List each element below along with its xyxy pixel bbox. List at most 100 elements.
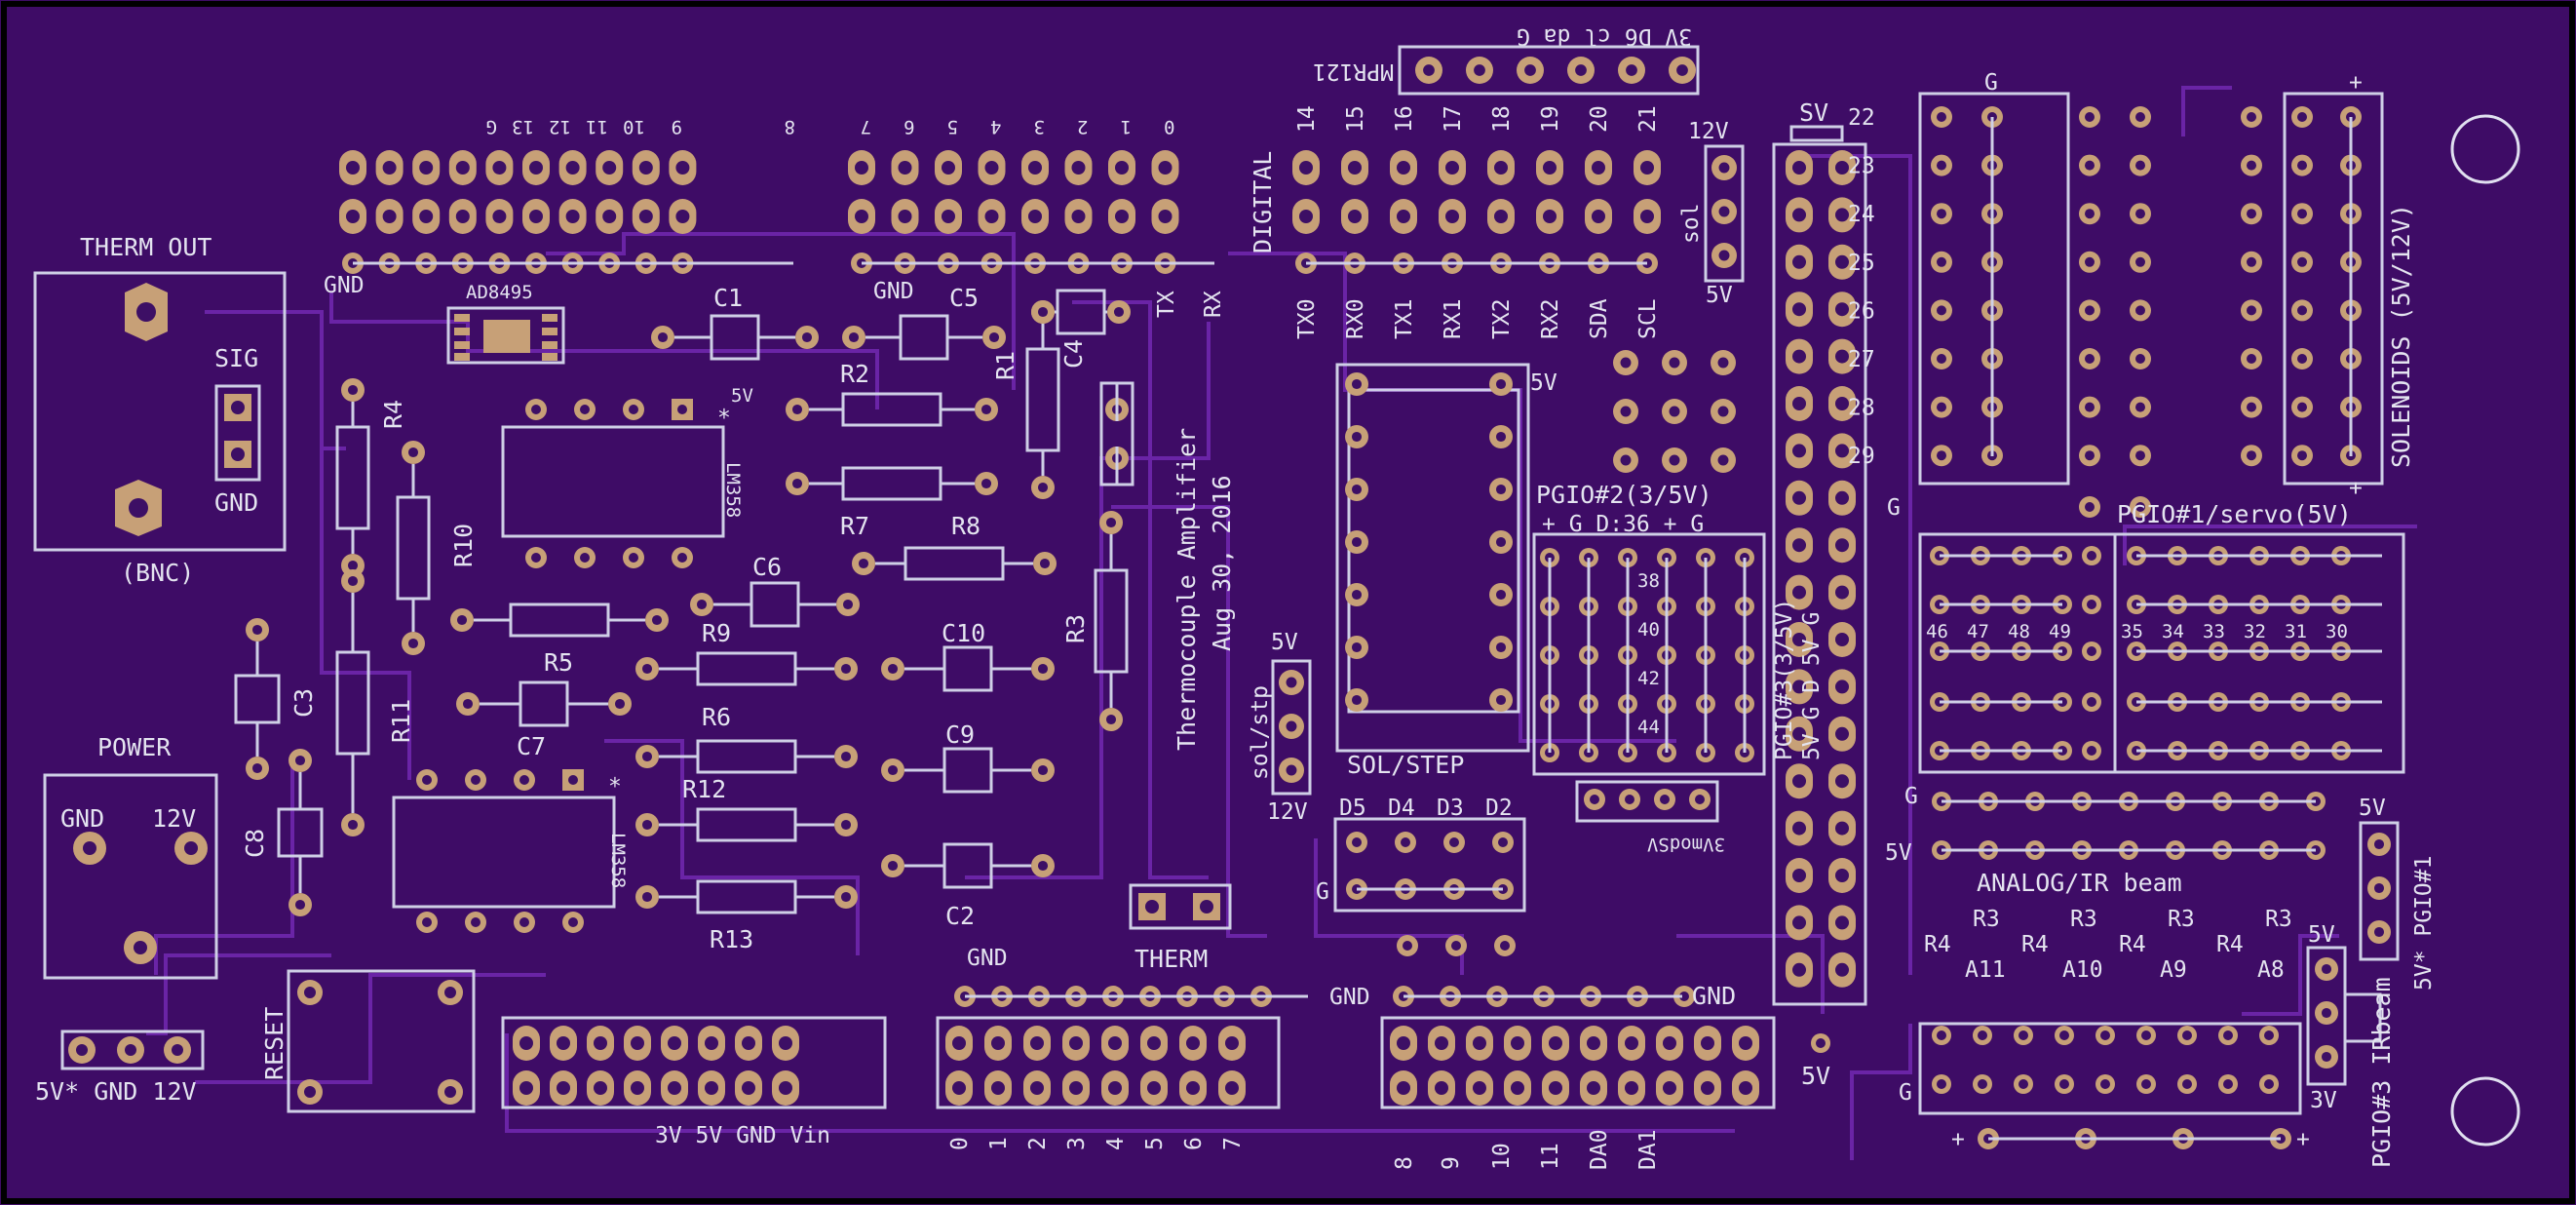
pin-name: TX0 (1294, 298, 1320, 339)
pad-hole (1792, 726, 1806, 741)
pad-hole (1498, 837, 1508, 847)
pad-hole (638, 161, 653, 175)
pad-hole (1937, 450, 1946, 461)
pad-hole (2247, 209, 2256, 219)
gnd-row-c-label: GND (1692, 982, 1736, 1010)
pin-number: 33 (2203, 621, 2225, 642)
pin-number: 1 (986, 1137, 1012, 1150)
pad-hole (1397, 210, 1410, 223)
pin-number: 19 (1538, 105, 1563, 133)
therm-label: THERM (1134, 945, 1208, 973)
pad-hole (2182, 1030, 2192, 1040)
pad-hole (1835, 915, 1849, 930)
pad-hole (2297, 256, 2307, 267)
pgio1-label: PGIO#1/servo(5V) (2117, 500, 2352, 528)
pad-hole (1401, 837, 1410, 847)
reset-button[interactable]: RESET (260, 969, 476, 1113)
pad-hole (1495, 589, 1507, 601)
rx-label: RX (1201, 291, 1226, 318)
pad-hole (1352, 837, 1362, 847)
pad-hole (2373, 882, 2385, 894)
pad-hole (840, 663, 852, 675)
pad-hole (1351, 378, 1363, 390)
analog-ir-label: ANALOG/IR beam (1977, 869, 2182, 897)
pin-name: SCL (1635, 298, 1661, 339)
resistor-label: R9 (702, 619, 731, 647)
a-label: A8 (2257, 957, 2285, 983)
pad-hole (2085, 402, 2095, 412)
pad-hole (1792, 538, 1806, 553)
pin-number: 25 (1848, 251, 1875, 276)
pad-hole (1620, 406, 1632, 417)
pad-hole (705, 1081, 718, 1095)
pad-hole (2135, 160, 2145, 171)
pad-hole (991, 1081, 1005, 1095)
pin-number: 1 (1121, 116, 1132, 137)
pin-number: 9 (1439, 1156, 1464, 1170)
pad-hole (1590, 795, 1599, 804)
pad-hole (1071, 161, 1086, 175)
pad-hole (347, 575, 359, 587)
capacitor-label: C3 (289, 688, 318, 718)
pad-hole (1792, 444, 1806, 458)
pad-hole (1695, 795, 1705, 804)
pad-hole (346, 210, 360, 223)
svg-text:*: * (608, 774, 622, 799)
pad-hole (1435, 1036, 1448, 1050)
pad-hole (2085, 502, 2095, 512)
pad-hole (455, 210, 470, 223)
pad-hole (1625, 795, 1634, 804)
pad-hole (2135, 256, 2145, 267)
resistor-label: R12 (682, 775, 726, 803)
pin-name: RX0 (1343, 298, 1368, 339)
pad-hole (1835, 774, 1849, 789)
sol-label: sol (1678, 203, 1704, 244)
pin-number: 14 (1294, 105, 1320, 133)
pad-hole (565, 210, 580, 223)
d-label: D2 (1485, 796, 1513, 821)
mpr121-header: 3V D6 cl da G MPR121 (1313, 23, 1700, 96)
pad-hole (1792, 774, 1806, 789)
pad-hole (1835, 726, 1849, 741)
pad-hole (952, 1081, 966, 1095)
pad-hole (675, 210, 690, 223)
pad-hole (462, 698, 474, 710)
sol-stp-label: sol/stp (1248, 685, 1273, 780)
pgio2-label: PGIO#2(3/5V) (1536, 481, 1712, 509)
resistor-label: R1 (991, 351, 1019, 380)
pad-hole (1792, 302, 1806, 317)
pad-hole (565, 161, 580, 175)
pin-number: 22 (1848, 105, 1875, 131)
pad-hole (1495, 431, 1507, 443)
lm358-chip-a: LM358 * (501, 406, 744, 538)
pad-hole (407, 447, 419, 458)
pad-hole (1835, 349, 1849, 364)
pin-number: 6 (1181, 1137, 1207, 1150)
power-header-label: 5V* GND 12V (35, 1077, 197, 1106)
lm358-a-label: LM358 (722, 462, 744, 518)
sol-stp-5v-label: 5V (1271, 630, 1298, 655)
bnc-label: (BNC) (121, 559, 194, 587)
pad-hole (1397, 1081, 1410, 1095)
pad-hole (1625, 1081, 1638, 1095)
pad-hole (848, 331, 860, 343)
pad-hole (641, 751, 653, 762)
pad-hole (1351, 641, 1363, 653)
pad-hole (1663, 1036, 1676, 1050)
pin-number: 13 (512, 116, 534, 137)
pad-hole (2321, 1051, 2332, 1063)
resistor-label: R11 (387, 699, 415, 743)
pin-number: 35 (2121, 621, 2143, 642)
pgio3-irbeam-label: PGIO#3 IRbeam (2367, 977, 2396, 1168)
pad-hole (984, 161, 999, 175)
pad-hole (2247, 160, 2256, 171)
pad-hole (942, 161, 955, 175)
pad-hole (419, 210, 434, 223)
pad-hole (1299, 161, 1313, 175)
pad-hole (980, 478, 992, 489)
pad-hole (568, 775, 578, 785)
pad-hole (2100, 1079, 2110, 1089)
